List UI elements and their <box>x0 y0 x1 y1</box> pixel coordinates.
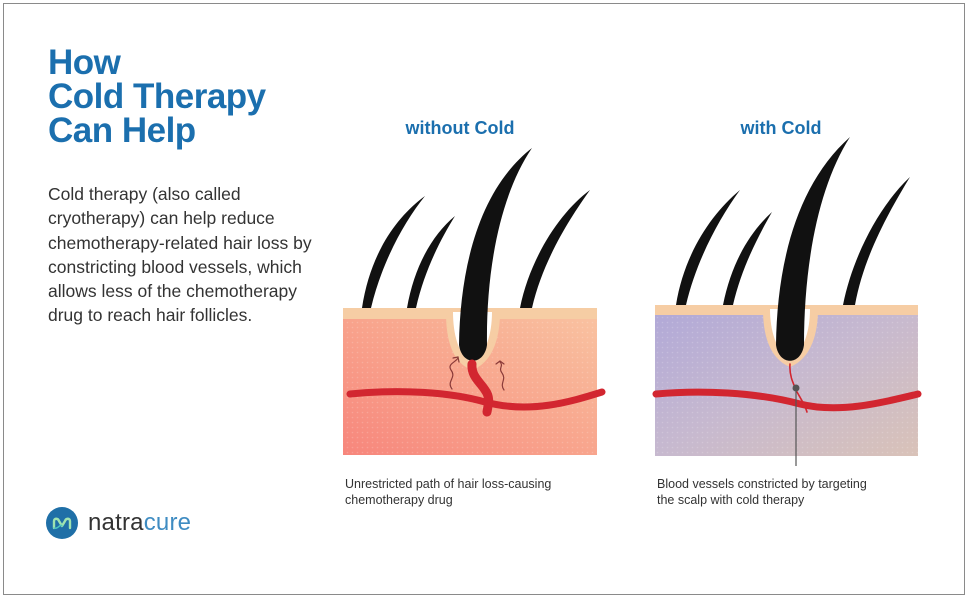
constricted-capillary <box>789 363 808 413</box>
without-cold-diagram <box>343 148 606 455</box>
brand-name-part-1: natra <box>88 509 144 536</box>
headline: How Cold Therapy Can Help <box>48 43 338 150</box>
natracure-logo-icon <box>46 507 78 539</box>
brand-logo: natracure <box>46 507 191 539</box>
panel-title-with-cold: with Cold <box>740 118 822 138</box>
drug-pathway-branch <box>467 359 494 417</box>
with-cold-diagram <box>652 137 922 466</box>
brand-wordmark: natracure <box>88 509 191 537</box>
blood-vessel-right <box>652 388 922 412</box>
headline-line-3: Can Help <box>48 111 196 150</box>
caption-without-cold-line-2: chemotherapy drug <box>345 493 453 507</box>
drug-flow-arrows <box>449 356 505 391</box>
caption-with-cold: Blood vessels constricted by targeting t… <box>657 476 937 508</box>
caption-without-cold: Unrestricted path of hair loss-causing c… <box>345 476 625 508</box>
brand-name-part-2: cure <box>143 509 192 536</box>
caption-with-cold-line-2: the scalp with cold therapy <box>657 493 805 507</box>
headline-line-1: How <box>48 43 121 82</box>
hair-strands-right <box>676 137 910 361</box>
caption-without-cold-line-1: Unrestricted path of hair loss-causing <box>345 477 552 491</box>
caption-with-cold-line-1: Blood vessels constricted by targeting <box>657 477 867 491</box>
hair-strands-left <box>362 148 590 361</box>
headline-line-2: Cold Therapy <box>48 77 266 116</box>
description-text: Cold therapy (also called cryotherapy) c… <box>48 184 312 326</box>
callout-dot <box>792 384 800 392</box>
panel-title-without-cold: without Cold <box>405 118 515 138</box>
